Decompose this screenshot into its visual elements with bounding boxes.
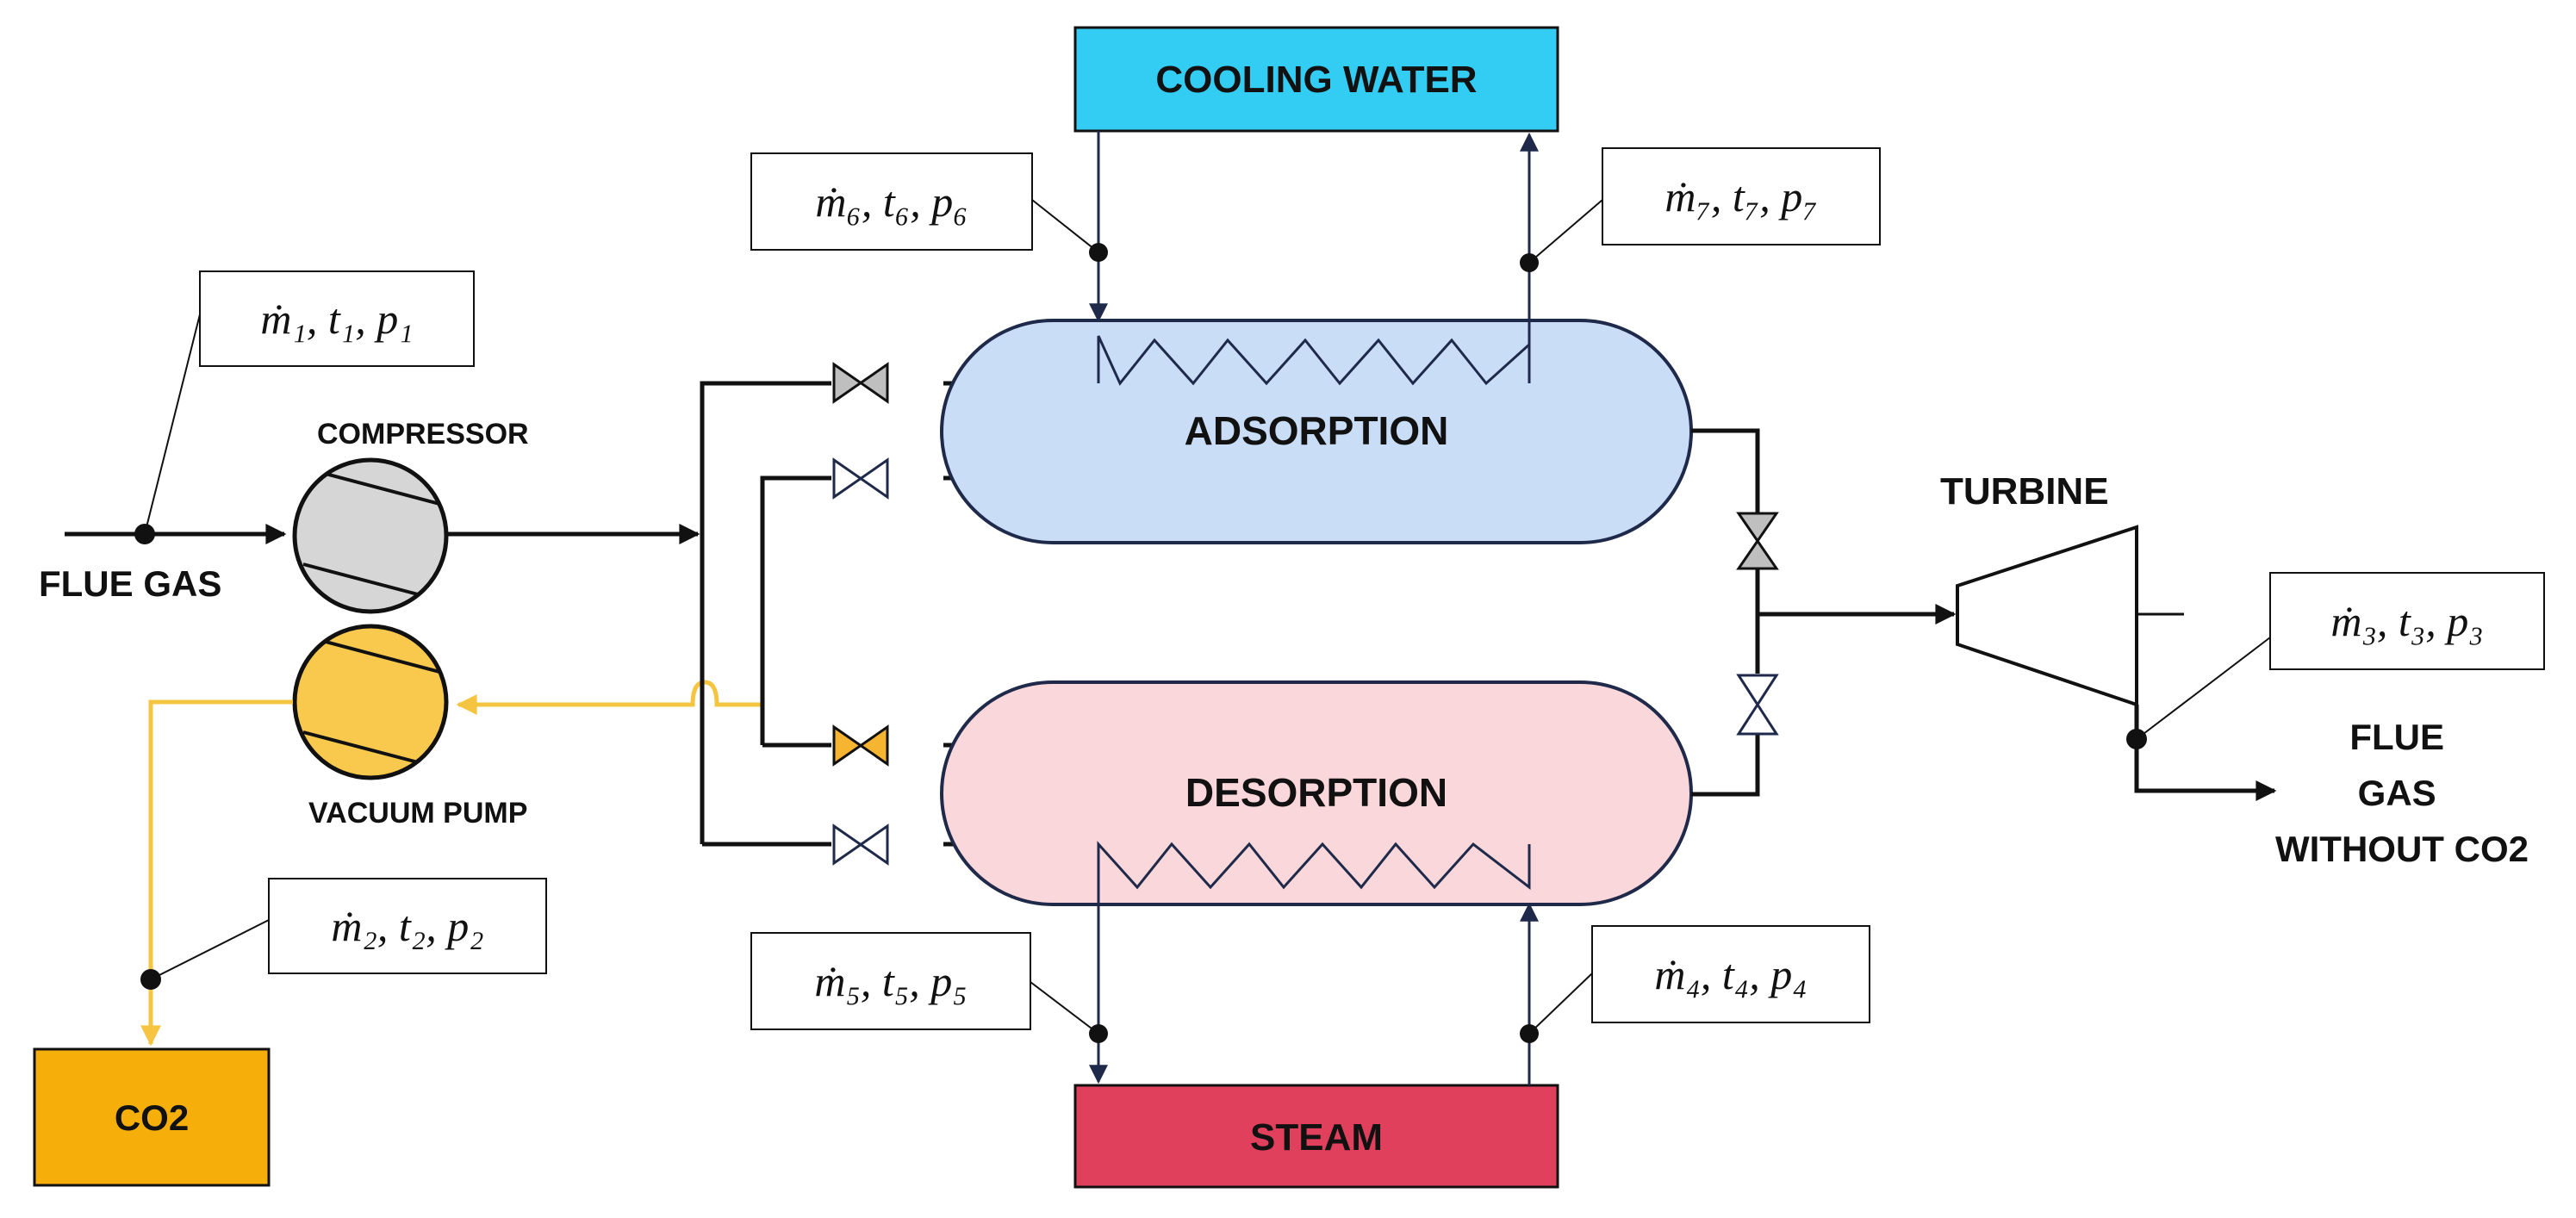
state-point-7-label: ṁ₇, t₇, p₇ bbox=[1528, 147, 1881, 264]
state-point-6-label: ṁ₆, t₆, p₆ bbox=[750, 152, 1099, 253]
co2-product-line bbox=[140, 680, 762, 1047]
state-point-3-label: ṁ₃, t₃, p₃ bbox=[2136, 572, 2545, 740]
co2-box-label: CO2 bbox=[115, 1097, 189, 1138]
steam-label: STEAM bbox=[1250, 1116, 1383, 1159]
valve-desorption-inlet[interactable] bbox=[832, 823, 889, 866]
state-point-2-label: ṁ₂, t₂, p₂ bbox=[150, 878, 547, 980]
valve-adsorption-purge[interactable] bbox=[832, 457, 889, 500]
adsorption-cooling-coil bbox=[1097, 335, 1531, 386]
flue-gas-out-label: FLUE GAS WITHOUT CO2 bbox=[2275, 717, 2529, 869]
svg-text:ṁ₂, t₂, p₂: ṁ₂, t₂, p₂ bbox=[331, 902, 483, 950]
svg-text:ṁ₄, t₄, p₄: ṁ₄, t₄, p₄ bbox=[1654, 950, 1807, 998]
steam-box bbox=[1073, 1084, 1559, 1189]
compressor bbox=[292, 457, 449, 614]
vacuum-pump bbox=[292, 624, 449, 780]
inlet-manifold bbox=[700, 381, 974, 847]
svg-text:ṁ₃, t₃, p₃: ṁ₃, t₃, p₃ bbox=[2330, 597, 2483, 645]
svg-text:ṁ₆, t₆, p₆: ṁ₆, t₆, p₆ bbox=[815, 177, 968, 226]
turbine-label: TURBINE bbox=[1940, 470, 2109, 513]
state-point-1-label: ṁ₁, t₁, p₁ bbox=[144, 270, 475, 535]
svg-text:ṁ₅, t₅, p₅: ṁ₅, t₅, p₅ bbox=[814, 957, 967, 1005]
desorption-label: DESORPTION bbox=[1185, 770, 1447, 815]
cooling-water-label: COOLING WATER bbox=[1155, 59, 1477, 101]
co2-box bbox=[33, 1047, 271, 1187]
turbine bbox=[1956, 525, 2138, 707]
compressor-label: COMPRESSOR bbox=[317, 418, 529, 451]
valve-adsorption-inlet[interactable] bbox=[832, 362, 889, 404]
flue-gas-outlet-line bbox=[2134, 705, 2277, 801]
desorption-heating-coil bbox=[1097, 841, 1531, 896]
vacuum-pump-label: VACUUM PUMP bbox=[308, 797, 527, 830]
outlet-manifold bbox=[1691, 428, 1957, 797]
valve-desorption-outlet[interactable] bbox=[1736, 674, 1779, 736]
svg-text:ṁ₁, t₁, p₁: ṁ₁, t₁, p₁ bbox=[260, 295, 413, 343]
flue-gas-in-label: FLUE GAS bbox=[39, 563, 221, 604]
cooling-water-box bbox=[1073, 26, 1559, 133]
state-point-4-label: ṁ₄, t₄, p₄ bbox=[1528, 925, 1870, 1035]
valve-adsorption-outlet[interactable] bbox=[1736, 512, 1779, 570]
state-point-5-label: ṁ₅, t₅, p₅ bbox=[750, 932, 1099, 1035]
valve-desorption-vacuum[interactable] bbox=[832, 724, 889, 767]
steam-lines bbox=[1089, 896, 1539, 1085]
adsorption-label: ADSORPTION bbox=[1185, 408, 1449, 453]
svg-text:ṁ₇, t₇, p₇: ṁ₇, t₇, p₇ bbox=[1664, 172, 1817, 221]
